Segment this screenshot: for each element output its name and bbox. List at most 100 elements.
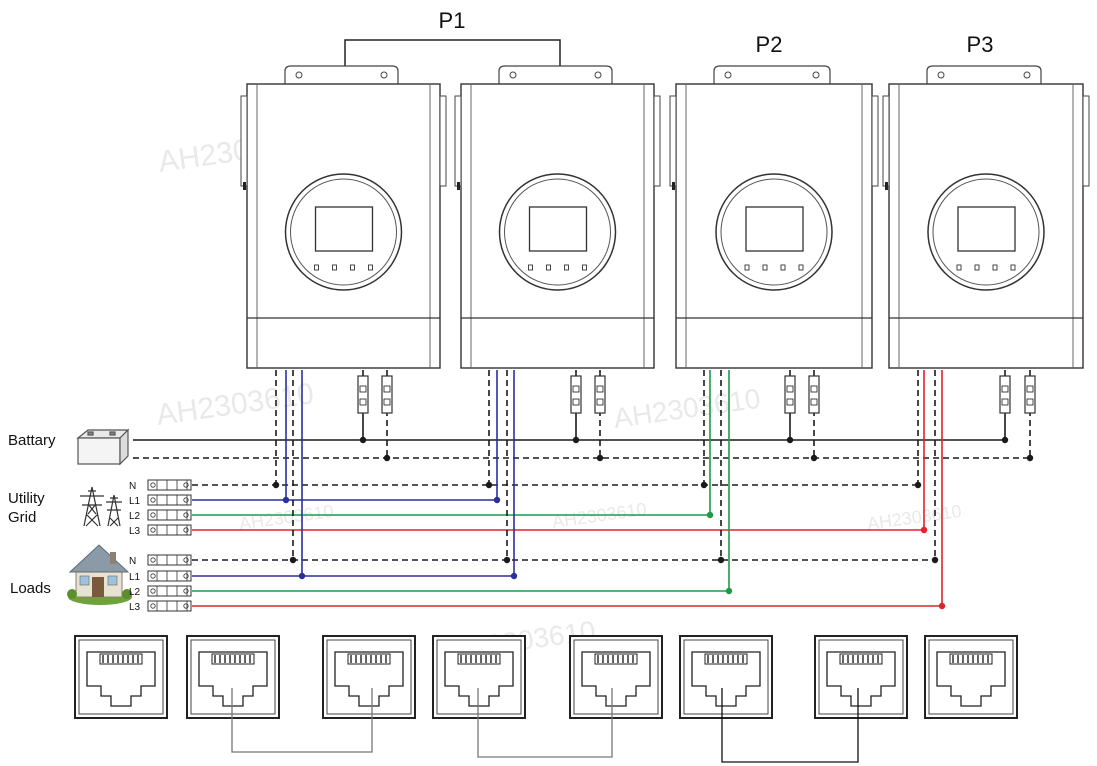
junction-dot (493, 496, 501, 504)
watermark: AH2303610 (866, 501, 963, 534)
lcd-screen (957, 206, 1016, 252)
terminal-label: L1 (129, 496, 141, 507)
junction-dot (1001, 436, 1009, 444)
panel-button-icon (350, 264, 355, 271)
display-ring (284, 173, 403, 291)
grid-label-line2: Grid (8, 509, 36, 526)
terminal-label: L2 (129, 511, 141, 522)
mounting-bracket (284, 65, 399, 84)
panel-button-icon (992, 264, 998, 271)
lcd-screen (745, 206, 804, 252)
panel-button-icon (332, 264, 337, 271)
terminal-label: L3 (129, 526, 141, 537)
terminal-block-icon (147, 524, 192, 536)
terminal-block-icon (147, 570, 192, 582)
panel-button-icon (582, 264, 587, 271)
panel-button-icon (744, 264, 750, 271)
lcd-screen (528, 206, 588, 252)
dc-fuse-icon (999, 375, 1011, 414)
dc-fuse-icon (357, 375, 369, 414)
power-tower-icon (80, 486, 122, 527)
watermark: AH2303610 (238, 501, 335, 534)
terminal-label: N (129, 481, 136, 492)
panel-button-icon (762, 264, 768, 271)
terminal-label: L3 (129, 602, 141, 613)
junction-dot (383, 454, 391, 462)
mounting-bracket (713, 65, 831, 84)
junction-dot (510, 572, 518, 580)
panel-button-icon (798, 264, 804, 271)
terminal-block-icon (147, 494, 192, 506)
terminal-block-icon (147, 585, 192, 597)
junction-dot (914, 481, 922, 489)
terminal-label: N (129, 556, 136, 567)
rj45-port-icon (432, 635, 526, 719)
junction-dot (503, 556, 511, 564)
dc-fuse-icon (381, 375, 393, 414)
panel-button-icon (1010, 264, 1016, 271)
group-bracket-p1 (344, 39, 561, 66)
lcd-screen (314, 206, 374, 252)
junction-dot (938, 602, 946, 610)
comm-ports (74, 635, 1018, 719)
junction-dot (289, 556, 297, 564)
rj45-port-icon (924, 635, 1018, 719)
rj45-port-icon (74, 635, 168, 719)
rj45-port-icon (679, 635, 773, 719)
dc-fuse-icon (808, 375, 820, 414)
junction-dot (920, 526, 928, 534)
junction-dot (931, 556, 939, 564)
panel-button-icon (564, 264, 569, 271)
panel-button-icon (528, 264, 533, 271)
junction-dot (572, 436, 580, 444)
display-ring (927, 173, 1045, 291)
junction-dot (786, 436, 794, 444)
junction-dot (700, 481, 708, 489)
comm-cables (231, 688, 859, 763)
terminal-block-icon (147, 509, 192, 521)
junction-dot (272, 481, 280, 489)
watermark: AH2303610 (154, 377, 316, 432)
panel-button-icon (546, 264, 551, 271)
panel-button-icon (974, 264, 980, 271)
grid-label-line1: Utility (8, 490, 45, 507)
terminal-label: L1 (129, 572, 141, 583)
panel-button-icon (368, 264, 373, 271)
display-ring (498, 173, 617, 291)
terminal-block-icon (147, 479, 192, 491)
inverter-unit (240, 65, 447, 369)
mounting-bracket (926, 65, 1042, 84)
junction-dot (485, 481, 493, 489)
terminal-block-icon (147, 554, 192, 566)
rj45-port-icon (814, 635, 908, 719)
panel-button-icon (956, 264, 962, 271)
watermark: AH2303610 (612, 383, 763, 434)
junction-dot (717, 556, 725, 564)
dc-fuse-icon (784, 375, 796, 414)
display-ring (715, 173, 833, 291)
inverter-unit (669, 65, 879, 369)
inverter-unit (454, 65, 661, 369)
panel-button-icon (314, 264, 319, 271)
rj45-port-icon (186, 635, 280, 719)
junction-dot (596, 454, 604, 462)
rj45-port-icon (322, 635, 416, 719)
junction-dot (298, 572, 306, 580)
rj45-port-icon (569, 635, 663, 719)
battery-icon (76, 428, 130, 466)
junction-dot (706, 511, 714, 519)
dc-fuse-icon (570, 375, 582, 414)
group-label-p2: P2 (756, 32, 783, 57)
terminal-block-icon (147, 600, 192, 612)
comm-cable (721, 688, 859, 763)
loads-label: Loads (10, 580, 51, 597)
junction-dot (810, 454, 818, 462)
terminal-label: L2 (129, 587, 141, 598)
group-label-p1: P1 (439, 8, 466, 33)
inverter-unit (882, 65, 1090, 369)
mounting-bracket (498, 65, 613, 84)
bus-lines (133, 370, 1036, 610)
